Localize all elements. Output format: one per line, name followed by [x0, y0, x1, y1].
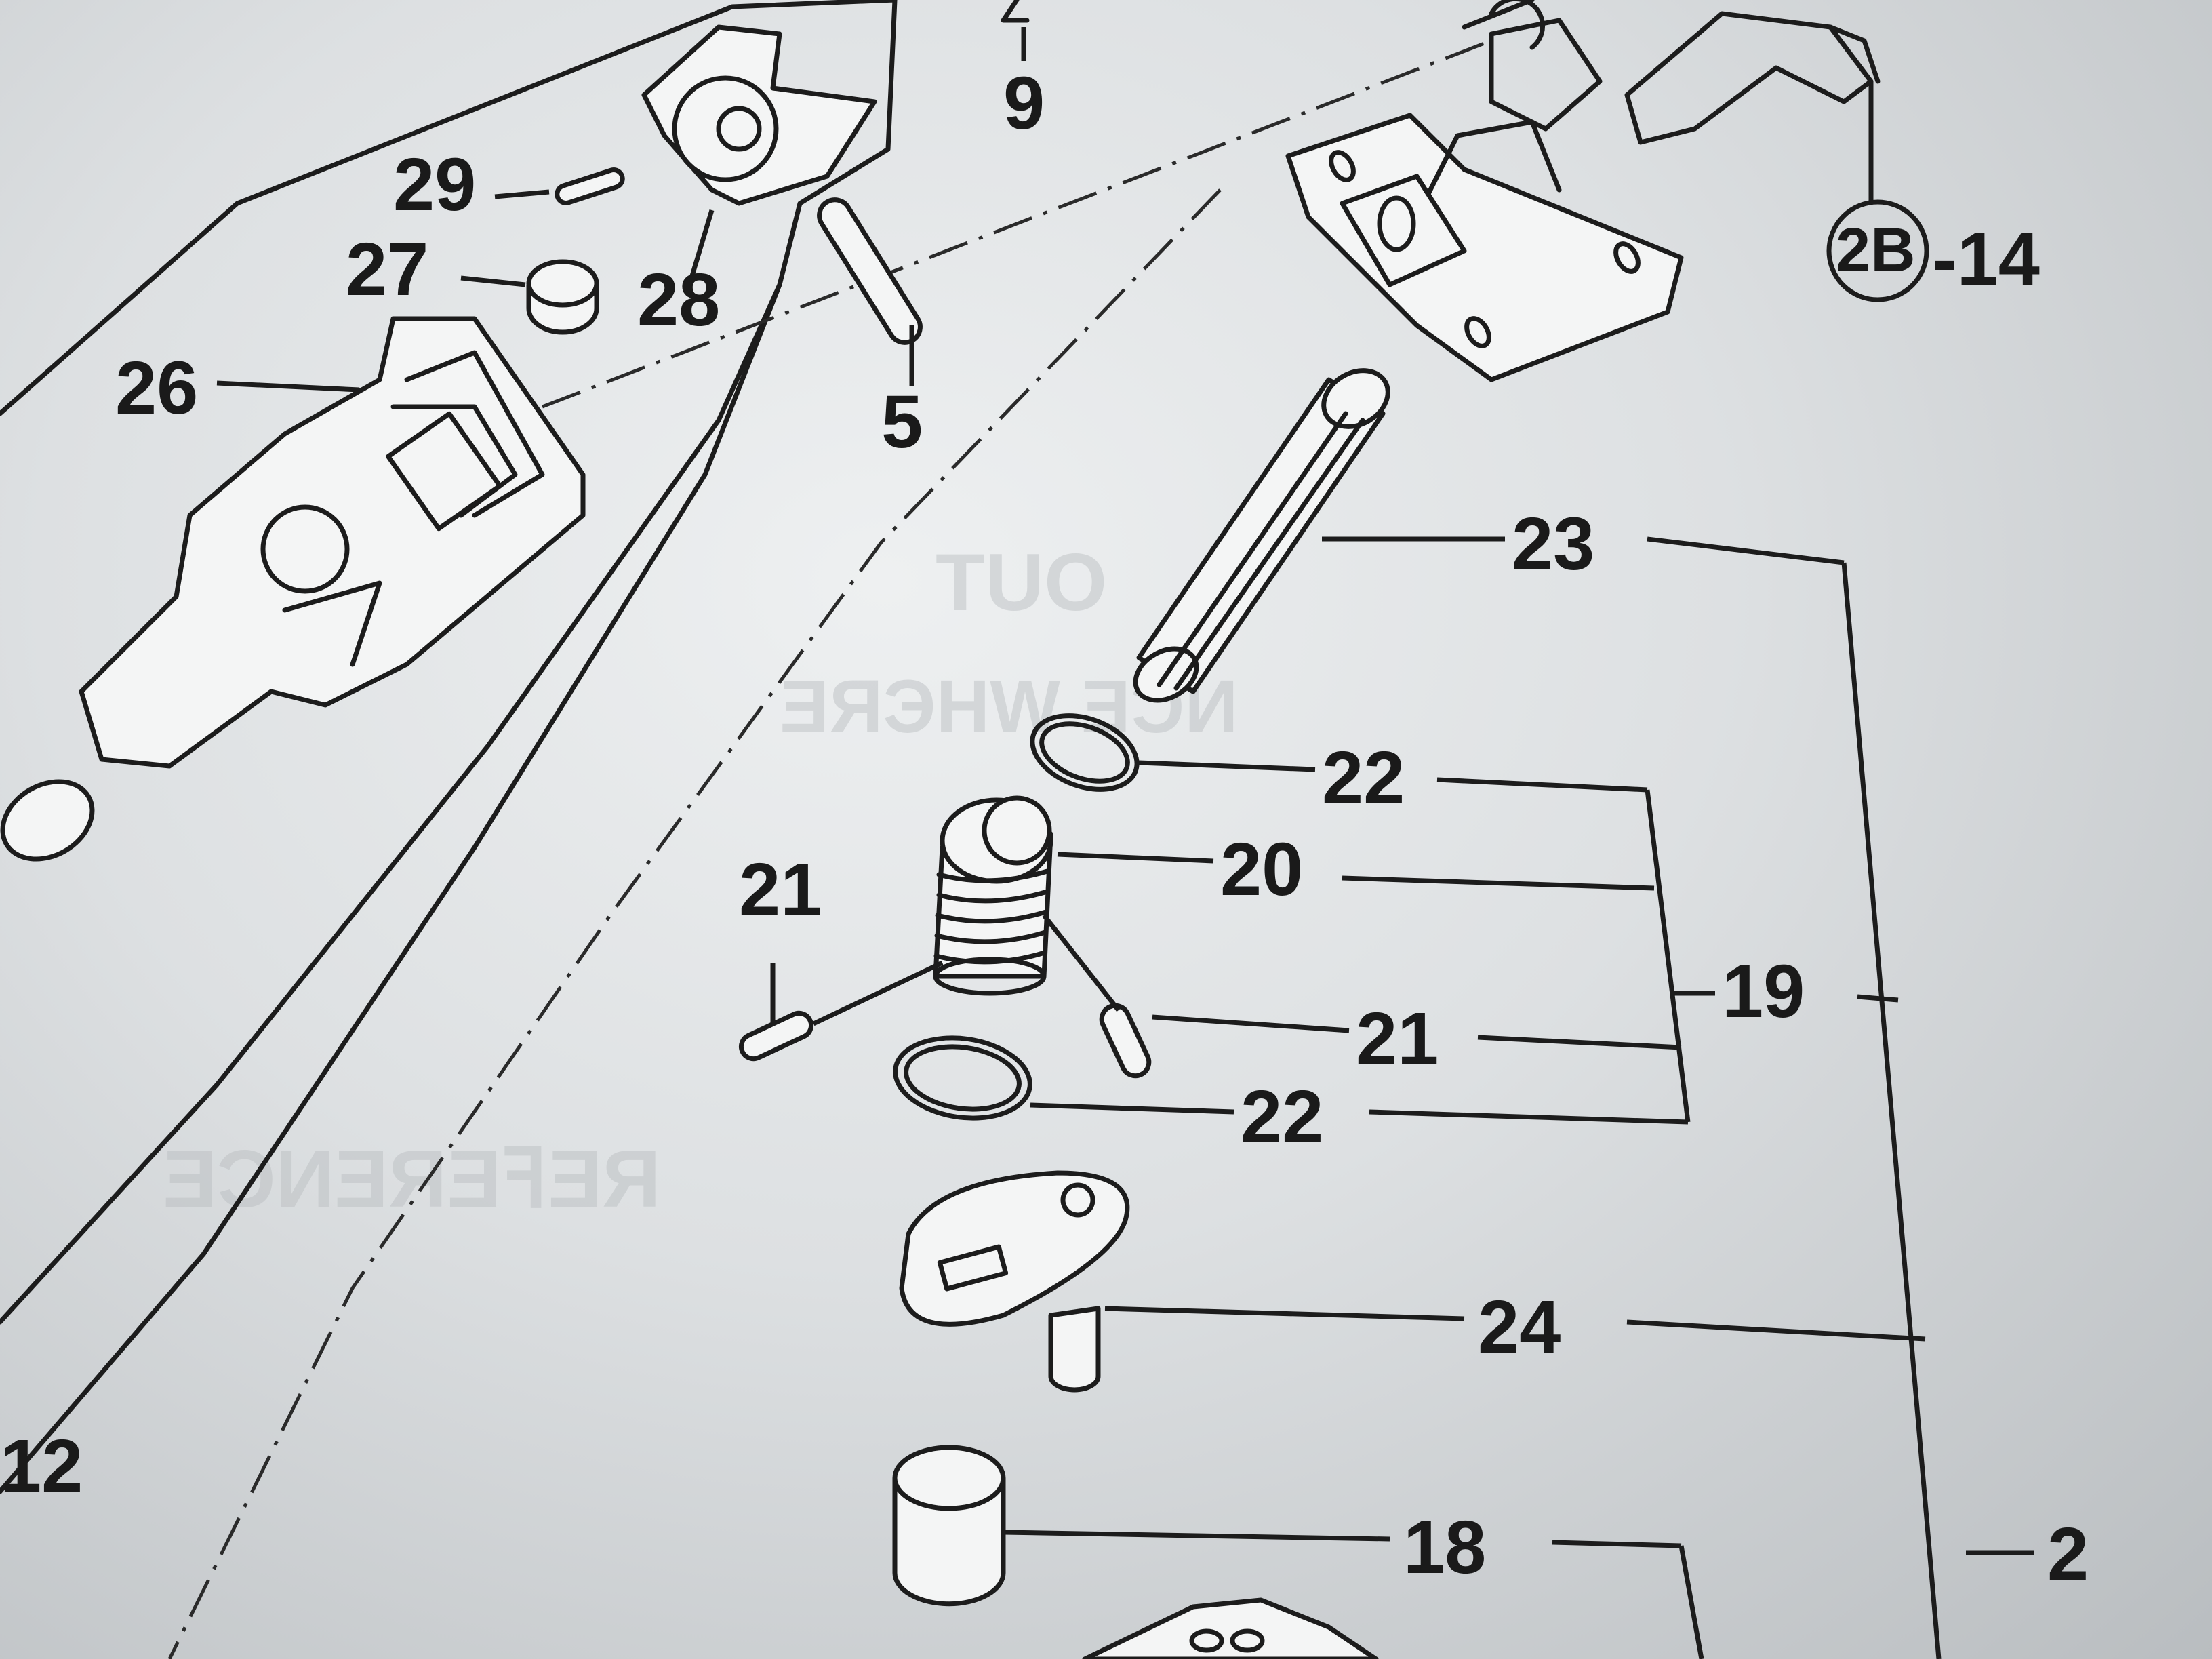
part-29-small-pin	[555, 167, 625, 205]
part-20-spring	[933, 795, 1053, 996]
part-22-o-ring-upper	[1030, 713, 1140, 792]
svg-text:ƎƆИƎЯƎꟻƎЯ: ƎƆИƎЯƎꟻƎЯ	[163, 1134, 661, 1224]
callout-24: 24	[1478, 1285, 1561, 1369]
svg-text:TUO: TUO	[936, 537, 1107, 628]
callout-22-lower: 22	[1241, 1075, 1323, 1159]
part-9-spring-end	[1001, 0, 1030, 61]
callout-labels: 29 27 28 26 5 9 2B -14 23 22 20 21 19 21…	[0, 62, 2089, 1596]
part-5-long-pin	[817, 197, 923, 345]
part-24-cam-plate	[899, 1170, 1130, 1393]
part-27-bushing	[526, 259, 599, 335]
callout-2: 2	[2047, 1513, 2089, 1596]
part-bottom-plate	[1082, 1597, 1379, 1659]
callout-26: 26	[115, 346, 198, 430]
callout-5: 5	[881, 380, 923, 464]
part-21-pin-right	[1099, 1003, 1152, 1079]
callout-2b: 2B	[1836, 216, 1916, 285]
callout-21-left: 21	[739, 848, 822, 932]
part-23-pin	[1133, 368, 1390, 703]
callout-12: 12	[0, 1424, 83, 1508]
callout-22-upper: 22	[1322, 736, 1405, 820]
part-26-lever-body	[0, 316, 586, 862]
callout-27: 27	[346, 228, 428, 311]
callout-2b-circle	[1826, 199, 1929, 302]
assembly-center-lines	[167, 39, 1492, 1659]
part-18-bushing	[892, 1445, 1006, 1607]
callout-18: 18	[1403, 1506, 1486, 1589]
callout-9: 9	[1003, 62, 1045, 145]
callout-23: 23	[1512, 502, 1594, 586]
leader-lines	[216, 81, 2034, 1659]
part-22-o-ring-lower	[893, 1035, 1032, 1121]
callout-20: 20	[1220, 828, 1303, 911]
part-14-latch-assembly	[1285, 0, 1881, 382]
callout-19: 19	[1722, 950, 1805, 1033]
bracket-housing-outline	[0, 0, 898, 1494]
callout-21-right: 21	[1356, 997, 1439, 1081]
part-21-pin-left	[738, 1010, 814, 1062]
part-28-hinge-bracket	[641, 24, 877, 206]
callout-29: 29	[393, 143, 476, 226]
callout-28: 28	[637, 258, 720, 342]
callout-14: -14	[1932, 218, 2040, 301]
